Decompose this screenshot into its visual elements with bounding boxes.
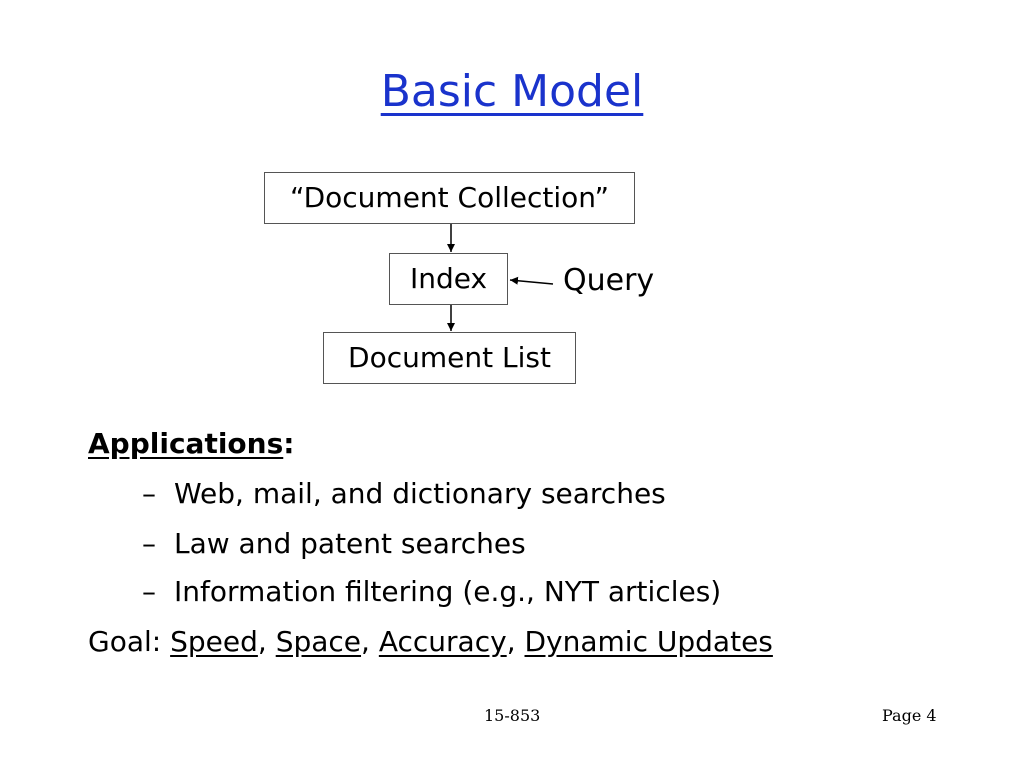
goal-line: Goal: Speed, Space, Accuracy, Dynamic Up… <box>88 628 773 656</box>
footer-page-number: Page 4 <box>882 706 937 725</box>
document-collection-label: “Document Collection” <box>289 181 610 214</box>
slide-title: Basic Model <box>0 70 1024 114</box>
bullet-dash: – <box>142 477 156 510</box>
list-item-text: Information filtering (e.g., NYT article… <box>174 575 722 608</box>
query-label: Query <box>563 263 655 298</box>
list-item: –Web, mail, and dictionary searches <box>142 480 666 508</box>
applications-heading-text: Applications <box>88 427 284 460</box>
goal-term-dynamic-updates: Dynamic Updates <box>524 625 773 658</box>
goal-separator: , <box>361 625 379 658</box>
goal-separator: , <box>257 625 276 658</box>
list-item: –Law and patent searches <box>142 530 526 558</box>
slide-title-text: Basic Model <box>380 66 644 117</box>
footer-course-number: 15-853 <box>484 706 541 725</box>
index-label: Index <box>409 262 488 295</box>
document-list-label: Document List <box>348 341 551 374</box>
applications-heading: Applications: <box>88 430 294 458</box>
document-collection-box: “Document Collection” <box>264 172 635 224</box>
goal-term-accuracy: Accuracy <box>378 625 507 658</box>
applications-heading-colon: : <box>283 427 295 460</box>
goal-separator: , <box>506 625 525 658</box>
list-item-text: Law and patent searches <box>174 527 526 560</box>
goal-term-space: Space <box>275 625 362 658</box>
index-box: Index <box>389 253 508 305</box>
goal-term-speed: Speed <box>170 625 258 658</box>
goal-label: Goal: <box>88 625 171 658</box>
list-item: –Information filtering (e.g., NYT articl… <box>142 578 721 606</box>
bullet-dash: – <box>142 527 156 560</box>
query-to-index-arrow <box>509 276 554 285</box>
list-item-text: Web, mail, and dictionary searches <box>174 477 666 510</box>
document-list-box: Document List <box>323 332 576 384</box>
bullet-dash: – <box>142 575 156 608</box>
